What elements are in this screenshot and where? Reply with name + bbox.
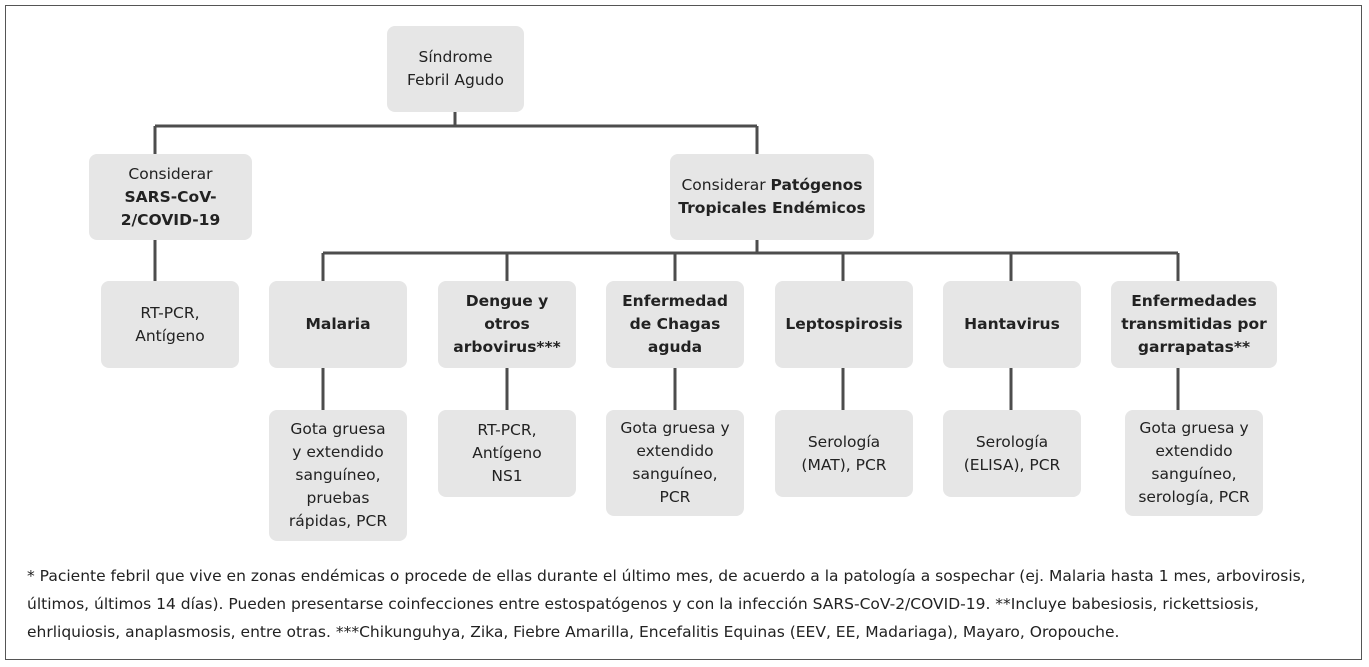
test-line: (MAT), PCR	[801, 455, 887, 474]
test-line: (ELISA), PCR	[963, 455, 1061, 474]
pathogen-hantavirus: Hantavirus	[943, 281, 1081, 368]
test-line: Serología	[807, 432, 881, 451]
test-line: Gota gruesa y	[1139, 419, 1249, 437]
pathogen-chagas: Enfermedad de Chagas aguda	[606, 281, 744, 368]
tropical-bold2: Tropicales Endémicos	[678, 199, 866, 217]
pathogen-name-line: Enfermedades	[1131, 292, 1257, 310]
covid-test-node: RT-PCR, Antígeno	[101, 281, 239, 368]
tropical-bold1: Patógenos	[770, 176, 863, 194]
tropical-prefix: Considerar	[681, 176, 771, 194]
test-line: Antígeno	[472, 444, 542, 462]
test-hantavirus: Serología (ELISA), PCR	[943, 410, 1081, 497]
pathogen-garrapatas: Enfermedades transmitidas por garrapatas…	[1111, 281, 1277, 368]
covid-test-line2: Antígeno	[135, 326, 205, 345]
test-chagas: Gota gruesa y extendido sanguíneo, PCR	[606, 410, 744, 516]
test-line: Gota gruesa	[290, 420, 386, 438]
tropical-node: Considerar Patógenos Tropicales Endémico…	[670, 154, 874, 240]
footnote: * Paciente febril que vive en zonas endé…	[27, 567, 1306, 641]
covid-test-line1: RT-PCR,	[140, 303, 200, 322]
covid-bold1: SARS-CoV-	[124, 187, 217, 206]
test-line: Serología	[975, 432, 1049, 451]
test-line: Gota gruesa y	[620, 419, 730, 437]
pathogen-name-line: otros	[484, 315, 530, 333]
covid-node: Considerar SARS-CoV- 2/COVID-19	[89, 154, 252, 240]
pathogen-malaria: Malaria	[269, 281, 407, 368]
pathogen-name-line: aguda	[647, 338, 703, 356]
pathogen-dengue: Dengue y otros arbovirus***	[438, 281, 576, 368]
test-garrapatas: Gota gruesa y extendido sanguíneo, serol…	[1125, 410, 1263, 516]
test-dengue: RT-PCR, Antígeno NS1	[438, 410, 576, 497]
test-leptospirosis: Serología (MAT), PCR	[775, 410, 913, 497]
test-line: sanguíneo,	[295, 466, 381, 484]
diagram-frame	[5, 5, 1362, 660]
covid-prefix: Considerar	[128, 164, 213, 183]
pathogen-name-line: Malaria	[305, 315, 371, 333]
pathogen-name-line: Enfermedad	[622, 292, 728, 310]
test-line: rápidas, PCR	[288, 512, 388, 530]
test-line: pruebas	[306, 489, 370, 507]
test-line: extendido	[1155, 442, 1233, 460]
test-line: sanguíneo,	[632, 465, 718, 483]
test-line: sanguíneo,	[1151, 465, 1237, 483]
root-line2: Febril Agudo	[407, 71, 504, 89]
test-line: RT-PCR,	[477, 421, 537, 439]
root-node: Síndrome Febril Agudo	[387, 26, 524, 112]
covid-bold2: 2/COVID-19	[120, 210, 221, 229]
pathogen-name-line: arbovirus***	[453, 338, 561, 356]
pathogen-leptospirosis: Leptospirosis	[775, 281, 913, 368]
root-line1: Síndrome	[418, 48, 493, 66]
tropical-line1: Considerar Patógenos	[681, 174, 862, 197]
pathogen-name-line: Dengue y	[465, 292, 549, 310]
test-line: extendido	[636, 442, 714, 460]
test-line: NS1	[491, 467, 523, 485]
test-malaria: Gota gruesa y extendido sanguíneo, prueb…	[269, 410, 407, 541]
pathogen-name-line: de Chagas	[629, 315, 721, 333]
pathogen-name-line: Leptospirosis	[785, 315, 903, 333]
pathogen-name-line: transmitidas por	[1121, 315, 1267, 333]
test-line: serología, PCR	[1138, 488, 1250, 506]
test-line: y extendido	[292, 443, 384, 461]
test-line: PCR	[659, 488, 691, 506]
pathogen-name-line: Hantavirus	[964, 315, 1060, 333]
pathogen-name-line: garrapatas**	[1137, 338, 1251, 356]
